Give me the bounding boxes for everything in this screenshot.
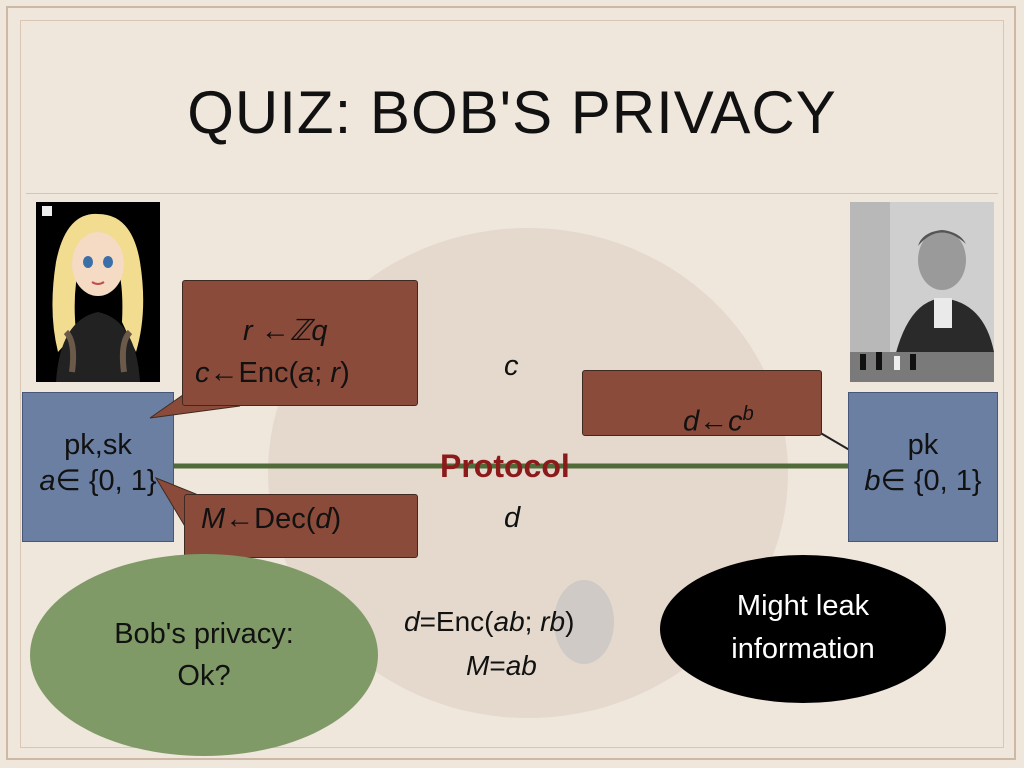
leak-warning-line1: Might leak (736, 590, 870, 622)
alice-encrypt-line: c←Enc(a; r) (195, 357, 350, 389)
slide-frame-inner (20, 20, 1004, 748)
title-divider (26, 193, 998, 194)
bob-keys: pk (907, 429, 939, 461)
highlight-spot (554, 580, 614, 664)
protocol-formula-line1: d=Enc(ab; rb) (404, 606, 575, 637)
bob-compute-bubble: d←cb (582, 370, 822, 438)
alice-decrypt-bubble: M←Dec(d) (184, 494, 418, 558)
bob-key-box: pk b∈ {0, 1} (848, 392, 998, 542)
privacy-question-line1: Bob's privacy: (114, 618, 294, 650)
leak-warning-line2: information (731, 633, 875, 665)
bob-input: b∈ {0, 1} (864, 465, 982, 497)
alice-decrypt-line: M←Dec(d) (201, 503, 342, 535)
alice-random-line: r ←ℤq (243, 315, 328, 347)
alice-key-box: pk,sk a∈ {0, 1} (22, 392, 174, 542)
slide-title: QUIZ: BOB'S PRIVACY (187, 79, 837, 146)
privacy-question-callout (30, 554, 378, 756)
bob-image (850, 202, 994, 382)
alice-image (36, 202, 160, 382)
message-c-label: c (504, 350, 519, 382)
alice-input: a∈ {0, 1} (39, 465, 157, 497)
protocol-formula-line2: M=ab (466, 650, 537, 681)
bob-compute-line: d←cb (683, 403, 754, 438)
slide-frame-outer (6, 6, 1016, 760)
privacy-question-line2: Ok? (177, 660, 231, 692)
message-d-label: d (504, 502, 521, 534)
alice-encrypt-bubble: r ←ℤq c←Enc(a; r) (182, 280, 418, 406)
alice-keys: pk,sk (64, 429, 132, 461)
protocol-label: Protocol (440, 448, 570, 484)
leak-warning-callout (660, 555, 946, 703)
